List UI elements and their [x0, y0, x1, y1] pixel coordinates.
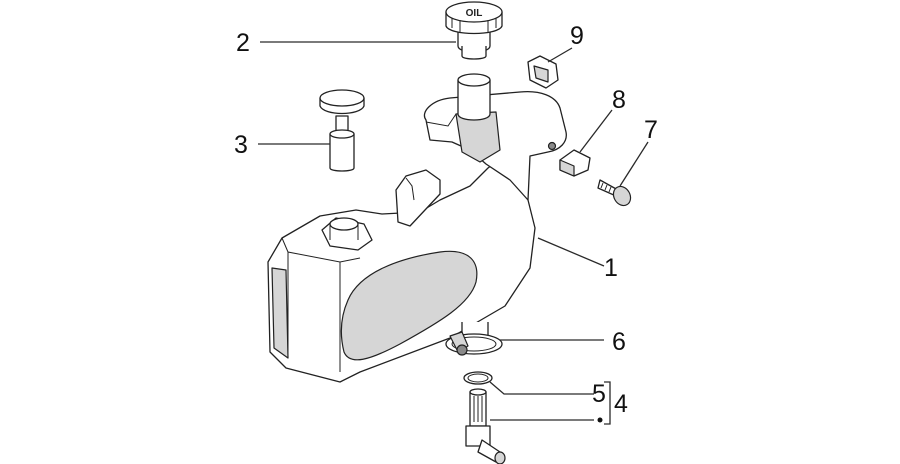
nut-plate — [559, 149, 591, 177]
callout-5: 5 — [592, 380, 606, 408]
hose-clamp — [445, 331, 503, 356]
oil-tank — [267, 73, 567, 383]
callout-3: 3 — [234, 131, 248, 159]
callout-4: 4 — [614, 390, 628, 418]
callout-9: 9 — [570, 22, 584, 50]
leader-dot-4 — [597, 417, 603, 423]
outlet-fitting — [465, 388, 506, 464]
o-ring — [463, 371, 493, 385]
oil-filler-cap: OIL — [445, 1, 503, 60]
leader-line-1 — [537, 237, 605, 267]
bracket-4 — [604, 381, 611, 425]
leader-line-7 — [619, 141, 649, 187]
leader-line-9 — [547, 47, 573, 63]
hose-clip — [527, 55, 559, 89]
callout-6: 6 — [612, 328, 626, 356]
screw — [597, 179, 632, 207]
dipstick-plug — [319, 89, 365, 172]
callout-1: 1 — [604, 254, 618, 282]
callout-7: 7 — [644, 116, 658, 144]
callout-8: 8 — [612, 86, 626, 114]
leader-line-5 — [489, 381, 594, 395]
leader-line-8 — [579, 109, 613, 153]
callout-2: 2 — [236, 29, 250, 57]
cap-marking: OIL — [466, 8, 483, 19]
